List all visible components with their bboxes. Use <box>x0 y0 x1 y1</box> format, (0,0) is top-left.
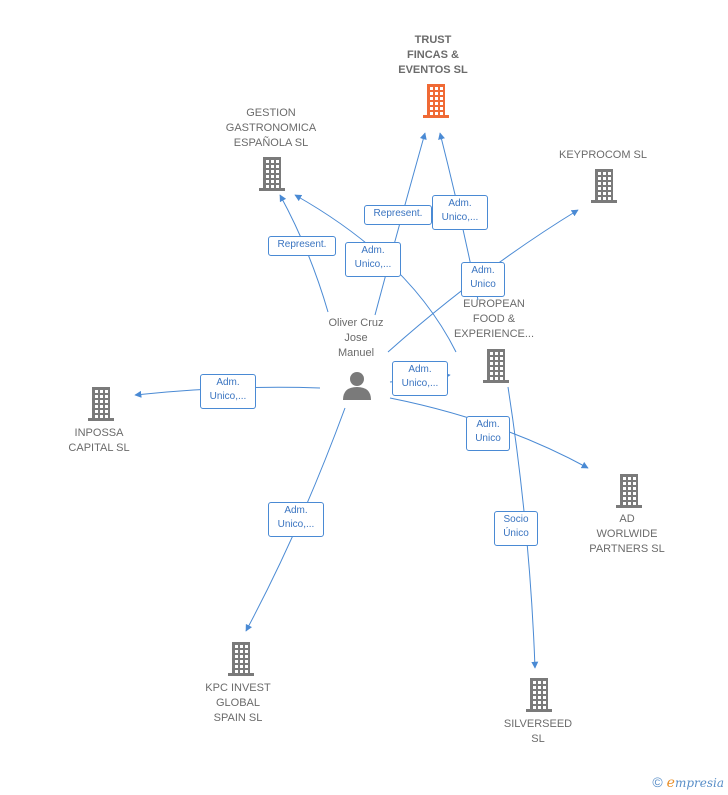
company-label-european[interactable]: EUROPEAN FOOD & EXPERIENCE... <box>453 298 535 340</box>
company-label-kpc[interactable]: KPC INVEST GLOBAL SPAIN SL <box>205 682 271 724</box>
building-icon[interactable] <box>591 169 617 203</box>
icons <box>88 84 642 712</box>
building-icon[interactable] <box>259 157 285 191</box>
edge-label-represent-trust[interactable]: Represent. <box>364 205 432 225</box>
person-label[interactable]: Oliver Cruz Jose Manuel <box>328 317 384 359</box>
building-icon[interactable] <box>423 84 449 118</box>
edge-1 <box>374 132 427 316</box>
company-label-silverseed[interactable]: SILVERSEED SL <box>503 718 573 745</box>
edge-label-adm-trust[interactable]: Adm. Unico,... <box>432 195 488 230</box>
company-label-ad[interactable]: AD WORLWIDE PARTNERS SL <box>589 513 665 555</box>
building-icon[interactable] <box>526 678 552 712</box>
company-label-inpossa[interactable]: INPOSSA CAPITAL SL <box>68 427 130 454</box>
building-icon[interactable] <box>483 349 509 383</box>
building-icon[interactable] <box>88 387 114 421</box>
edge-label-adm-keyprocom[interactable]: Adm. Unico <box>461 262 505 297</box>
edge-label-adm-kpc[interactable]: Adm. Unico,... <box>268 502 324 537</box>
company-label-trust[interactable]: TRUST FINCAS & EVENTOS SL <box>398 34 468 76</box>
brand-name: mpresia <box>674 776 724 790</box>
company-label-keyprocom[interactable]: KEYPROCOM SL <box>558 149 648 161</box>
edge-label-socio-silverseed[interactable]: Socio Único <box>494 511 538 546</box>
brand-first-letter: e <box>666 775 675 791</box>
brand-logo: ©empresia <box>652 774 724 791</box>
edge-label-adm-european[interactable]: Adm. Unico,... <box>392 361 448 396</box>
copyright-icon: © <box>652 774 663 790</box>
person-icon[interactable] <box>343 372 371 400</box>
edge-label-adm-gestion[interactable]: Adm. Unico,... <box>345 242 401 277</box>
edge-label-adm-ad[interactable]: Adm. Unico <box>466 416 510 451</box>
edge-label-adm-inpossa[interactable]: Adm. Unico,... <box>200 374 256 409</box>
building-icon[interactable] <box>228 642 254 676</box>
company-label-gestion[interactable]: GESTION GASTRONOMICA ESPAÑOLA SL <box>225 107 317 149</box>
building-icon[interactable] <box>616 474 642 508</box>
edge-label-represent-gestion[interactable]: Represent. <box>268 236 336 256</box>
